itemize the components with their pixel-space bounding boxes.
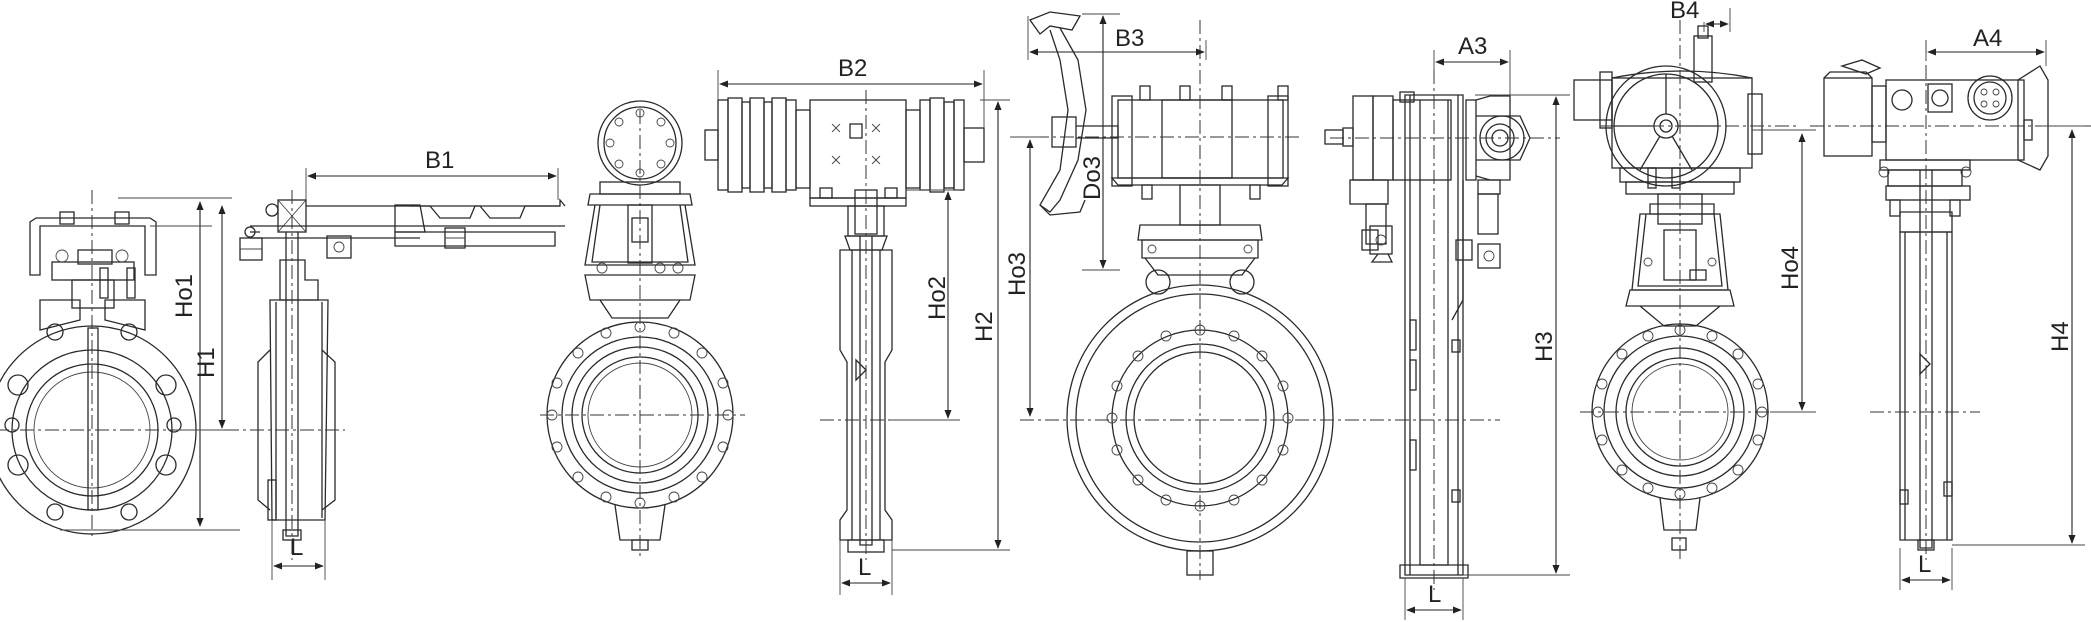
dim-ho4-label: Ho4 [1777,246,1804,290]
view-electric-side: L A4 H4 [1810,25,2091,590]
dim-a3-label: A3 [1458,33,1487,60]
view-large-gear-front: B3 Do3 Ho3 [1004,11,1380,580]
view-lever-front: Ho1 H1 [0,190,240,540]
dim-l3-label: L [1428,581,1441,608]
dim-h2-label: H2 [971,311,998,342]
dim-l4-label: L [1918,551,1931,578]
dim-l1-label: L [290,534,303,561]
view-large-gear-side: L A3 H3 [1324,33,1570,620]
dim-b4-label: B4 [1670,0,1699,24]
view-gear-front [540,100,745,560]
dim-ho1-label: Ho1 [171,274,198,318]
dim-b1-label: B1 [425,147,454,174]
view-electric-front: B4 Ho4 [1573,0,1816,560]
view-gear-side: L B2 Ho2 H2 [704,55,1010,595]
dim-do3-label: Do3 [1079,156,1106,200]
dim-l2-label: L [858,554,871,581]
dim-ho2-label: Ho2 [924,276,951,320]
dim-ho3-label: Ho3 [1004,252,1031,296]
view-lever-side: L B1 [225,147,566,580]
dim-b2-label: B2 [838,55,867,82]
dim-h3-label: H3 [1531,331,1558,362]
dim-b3-label: B3 [1115,25,1144,52]
dim-h4-label: H4 [2047,321,2074,352]
dim-h1-label: H1 [193,347,220,378]
dim-a4-label: A4 [1973,25,2002,52]
